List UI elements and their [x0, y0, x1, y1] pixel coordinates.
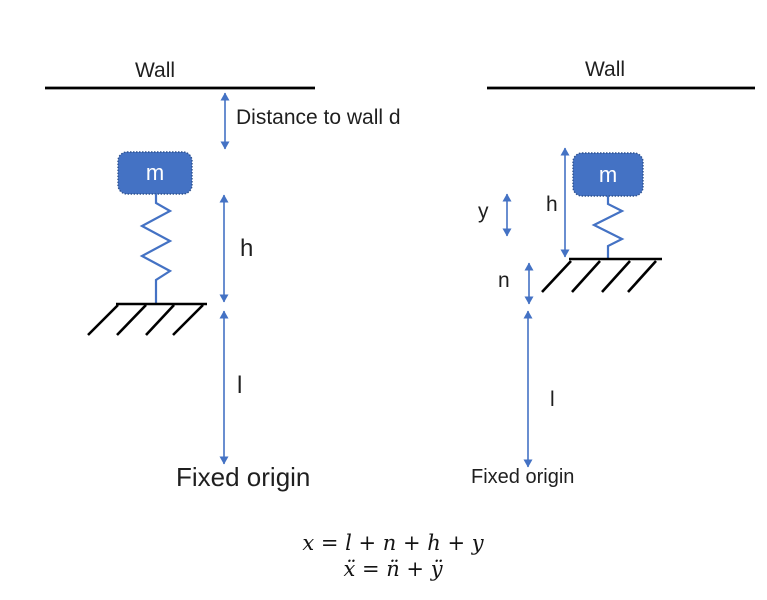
ground-left [87, 302, 207, 336]
ground-left-hatch-4 [172, 304, 204, 336]
distance-to-wall-label: Distance to wall d [236, 106, 401, 129]
ground-right-hatch-4 [627, 260, 657, 293]
wall-label-left: Wall [134, 59, 176, 82]
wall-label-right: Wall [584, 58, 626, 81]
ground-right-hatch-1 [541, 260, 572, 293]
equation-acceleration: ẍ = n̈ + ÿ [343, 557, 443, 581]
mass-label-right: m [598, 161, 618, 187]
ground-right-hatch-2 [571, 260, 601, 293]
y-label-right: y [478, 200, 489, 223]
spring-right [591, 196, 625, 258]
l-label-right: l [550, 388, 555, 411]
h-label-left: h [240, 235, 254, 262]
ground-left-hatch-3 [145, 304, 175, 336]
ground-left-hatch-2 [116, 304, 147, 336]
ground-right-hatch-3 [601, 260, 631, 293]
mass-box-right [572, 152, 644, 197]
spring-left [139, 194, 173, 304]
fixed-origin-label-right: Fixed origin [471, 466, 575, 488]
n-label-right: n [498, 269, 510, 292]
equation-position: x = l + n + h + y [302, 531, 484, 555]
ground-right [541, 257, 662, 293]
mass-label-left: m [145, 160, 165, 185]
l-label-left: l [237, 372, 243, 399]
ground-left-hatch-1 [87, 304, 119, 336]
h-label-right: h [546, 193, 558, 216]
fixed-origin-label-left: Fixed origin [176, 462, 311, 492]
